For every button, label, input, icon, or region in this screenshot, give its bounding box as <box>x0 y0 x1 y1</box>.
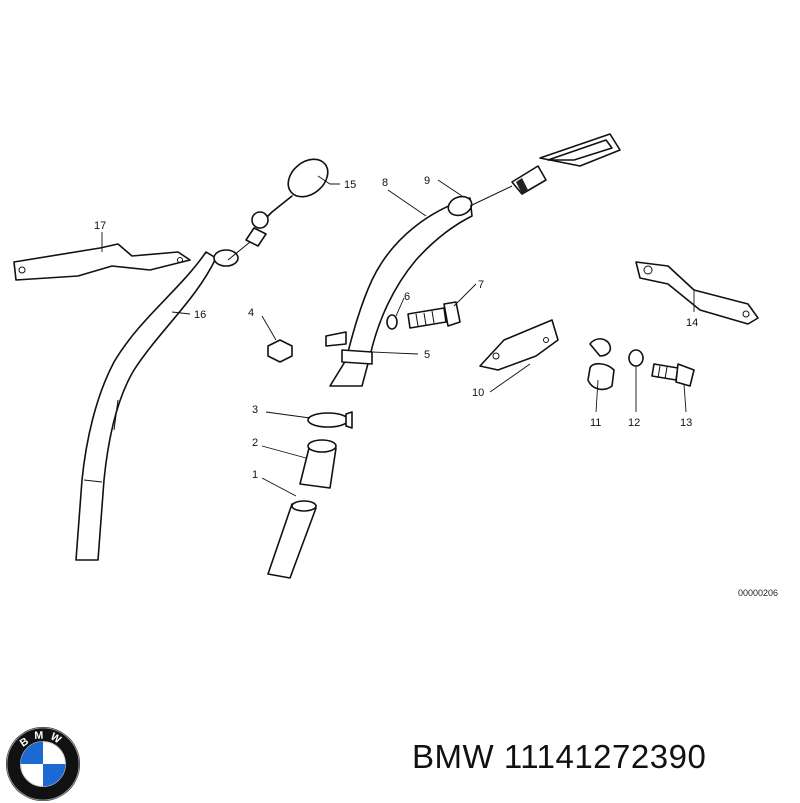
part-10-bracket <box>479 319 559 371</box>
part-13-bolt <box>651 363 695 387</box>
callout-12: 12 <box>628 417 640 429</box>
part-2-hose-sleeve <box>299 439 337 489</box>
callout-13: 13 <box>680 417 692 429</box>
callout-2: 2 <box>252 437 258 449</box>
part-1-lower-tube <box>267 500 317 579</box>
part-3-hose-clamp <box>307 411 353 429</box>
part-number-label: BMW 11141272390 <box>412 738 707 775</box>
callout-11: 11 <box>590 417 601 429</box>
bmw-roundel-icon: BMW <box>5 726 81 802</box>
part-9-dipstick-top <box>469 133 621 207</box>
callout-15: 15 <box>344 179 356 191</box>
callout-10: 10 <box>472 387 484 399</box>
callout-3: 3 <box>252 404 258 416</box>
part-4-nut <box>267 339 293 363</box>
callout-5: 5 <box>424 349 430 361</box>
part-6-washer <box>386 314 398 330</box>
callout-16: 16 <box>194 309 206 321</box>
part-12-washer <box>628 349 644 367</box>
callout-9: 9 <box>424 175 430 187</box>
diagram-reference-code: 00000206 <box>738 588 778 598</box>
part-7-bolt <box>407 301 461 329</box>
callout-17: 17 <box>94 220 106 232</box>
part-16-guide-tube <box>75 249 239 561</box>
callout-6: 6 <box>404 291 410 303</box>
callout-1: 1 <box>252 469 258 481</box>
callout-8: 8 <box>382 177 388 189</box>
part-17-bracket <box>13 243 191 281</box>
leader-lines <box>101 175 695 497</box>
part-15-dipstick-handle <box>227 158 329 261</box>
part-8-guide-tube <box>325 195 473 387</box>
callout-7: 7 <box>478 279 484 291</box>
part-11-clip <box>587 338 615 391</box>
callout-14: 14 <box>686 317 698 329</box>
part-14-bracket <box>635 261 759 325</box>
callout-4: 4 <box>248 307 254 319</box>
